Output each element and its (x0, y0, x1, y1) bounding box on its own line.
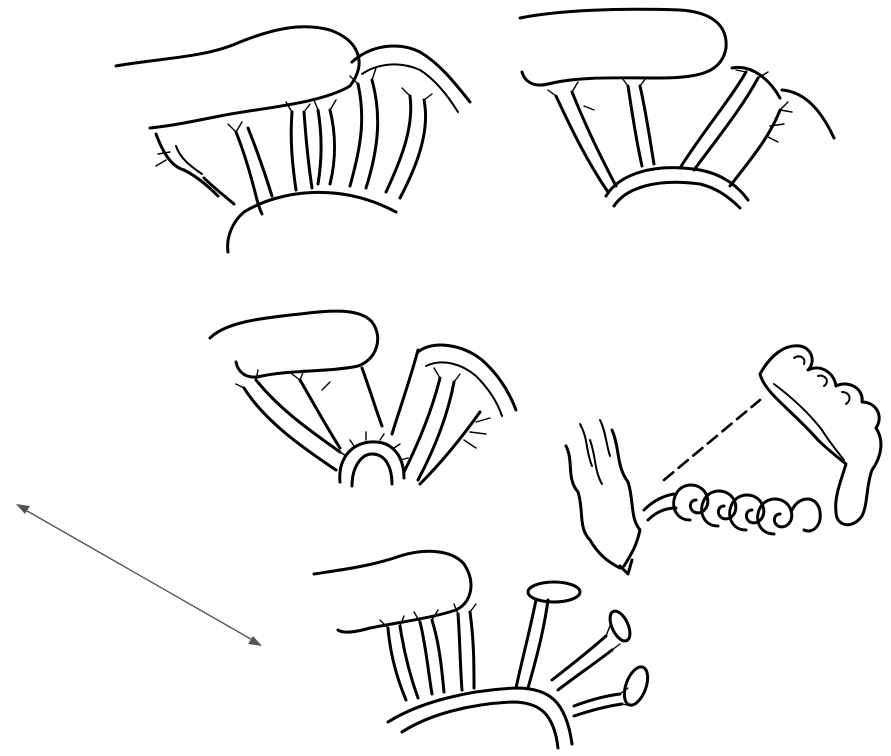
strand-left (156, 134, 218, 196)
tentacle-1b (248, 128, 272, 196)
polyp-panel-middle (210, 311, 516, 486)
base-arc-outer (388, 688, 572, 744)
dashed-connector (664, 400, 760, 480)
tentacle-1 (236, 132, 262, 214)
polyp-panel-top-left (116, 27, 470, 252)
tentacle-3 (730, 110, 780, 186)
tentacle-3 (392, 350, 418, 434)
stalk-1b (528, 600, 548, 688)
tentacle-4b (366, 80, 378, 188)
cap-lobe (210, 311, 378, 377)
arrow-head-end (248, 636, 262, 646)
base-arc-outer (228, 192, 396, 252)
fragment-fringe-curls (794, 356, 849, 404)
strand-left (556, 96, 608, 192)
tentacle-4 (404, 378, 440, 472)
base-arc-inner (402, 702, 558, 748)
branch-tips (380, 604, 632, 706)
tentacle-2b (304, 112, 312, 188)
side-branch-2b (574, 704, 622, 716)
fragment-wavy-right (612, 430, 640, 566)
tentacle-4 (350, 84, 362, 186)
fragment-wavy-left (566, 446, 620, 568)
tentacle-2 (291, 112, 296, 190)
double-headed-arrow (16, 504, 262, 646)
tentacle-1b (640, 86, 654, 164)
tentacle-3 (458, 614, 462, 690)
tentacle-3b (330, 110, 335, 184)
strand-right (420, 412, 480, 484)
disc-top (528, 582, 580, 602)
base-arc-inner (204, 178, 234, 204)
tentacle-3b (470, 612, 474, 688)
tentacle-2b (432, 620, 444, 692)
central-knob-inner (352, 454, 392, 486)
base-arc-inner (614, 182, 740, 208)
cap-lobe (116, 27, 359, 128)
tentacle-5 (386, 96, 411, 192)
polyp-panel-bottom (314, 551, 652, 748)
branch-tips (156, 68, 432, 166)
coil-stalk-b (648, 508, 676, 520)
fringe-ridge (352, 46, 470, 102)
fringe-ridge-2 (782, 90, 834, 138)
coil-5-open (792, 499, 820, 531)
fragment-fringe-inner (774, 384, 844, 460)
disc-small-2 (620, 664, 652, 708)
strand-left (244, 388, 336, 470)
detached-fragment-group (566, 346, 881, 574)
tentacle-1b (400, 626, 418, 698)
arrow-head-start (16, 504, 30, 514)
cap-lobe (314, 551, 471, 632)
fragment-wavy-inner (580, 420, 610, 484)
cap-lobe (520, 9, 726, 85)
tentacle-2 (362, 368, 382, 426)
arrow-shaft (22, 508, 256, 642)
branch-tips (236, 368, 490, 448)
tentacle-1 (628, 86, 642, 166)
tentacle-3 (318, 110, 321, 184)
tentacle-2 (420, 622, 432, 694)
tentacle-2b (694, 78, 758, 170)
polyp-panel-top-right (520, 9, 834, 208)
tentacle-2 (680, 72, 746, 168)
